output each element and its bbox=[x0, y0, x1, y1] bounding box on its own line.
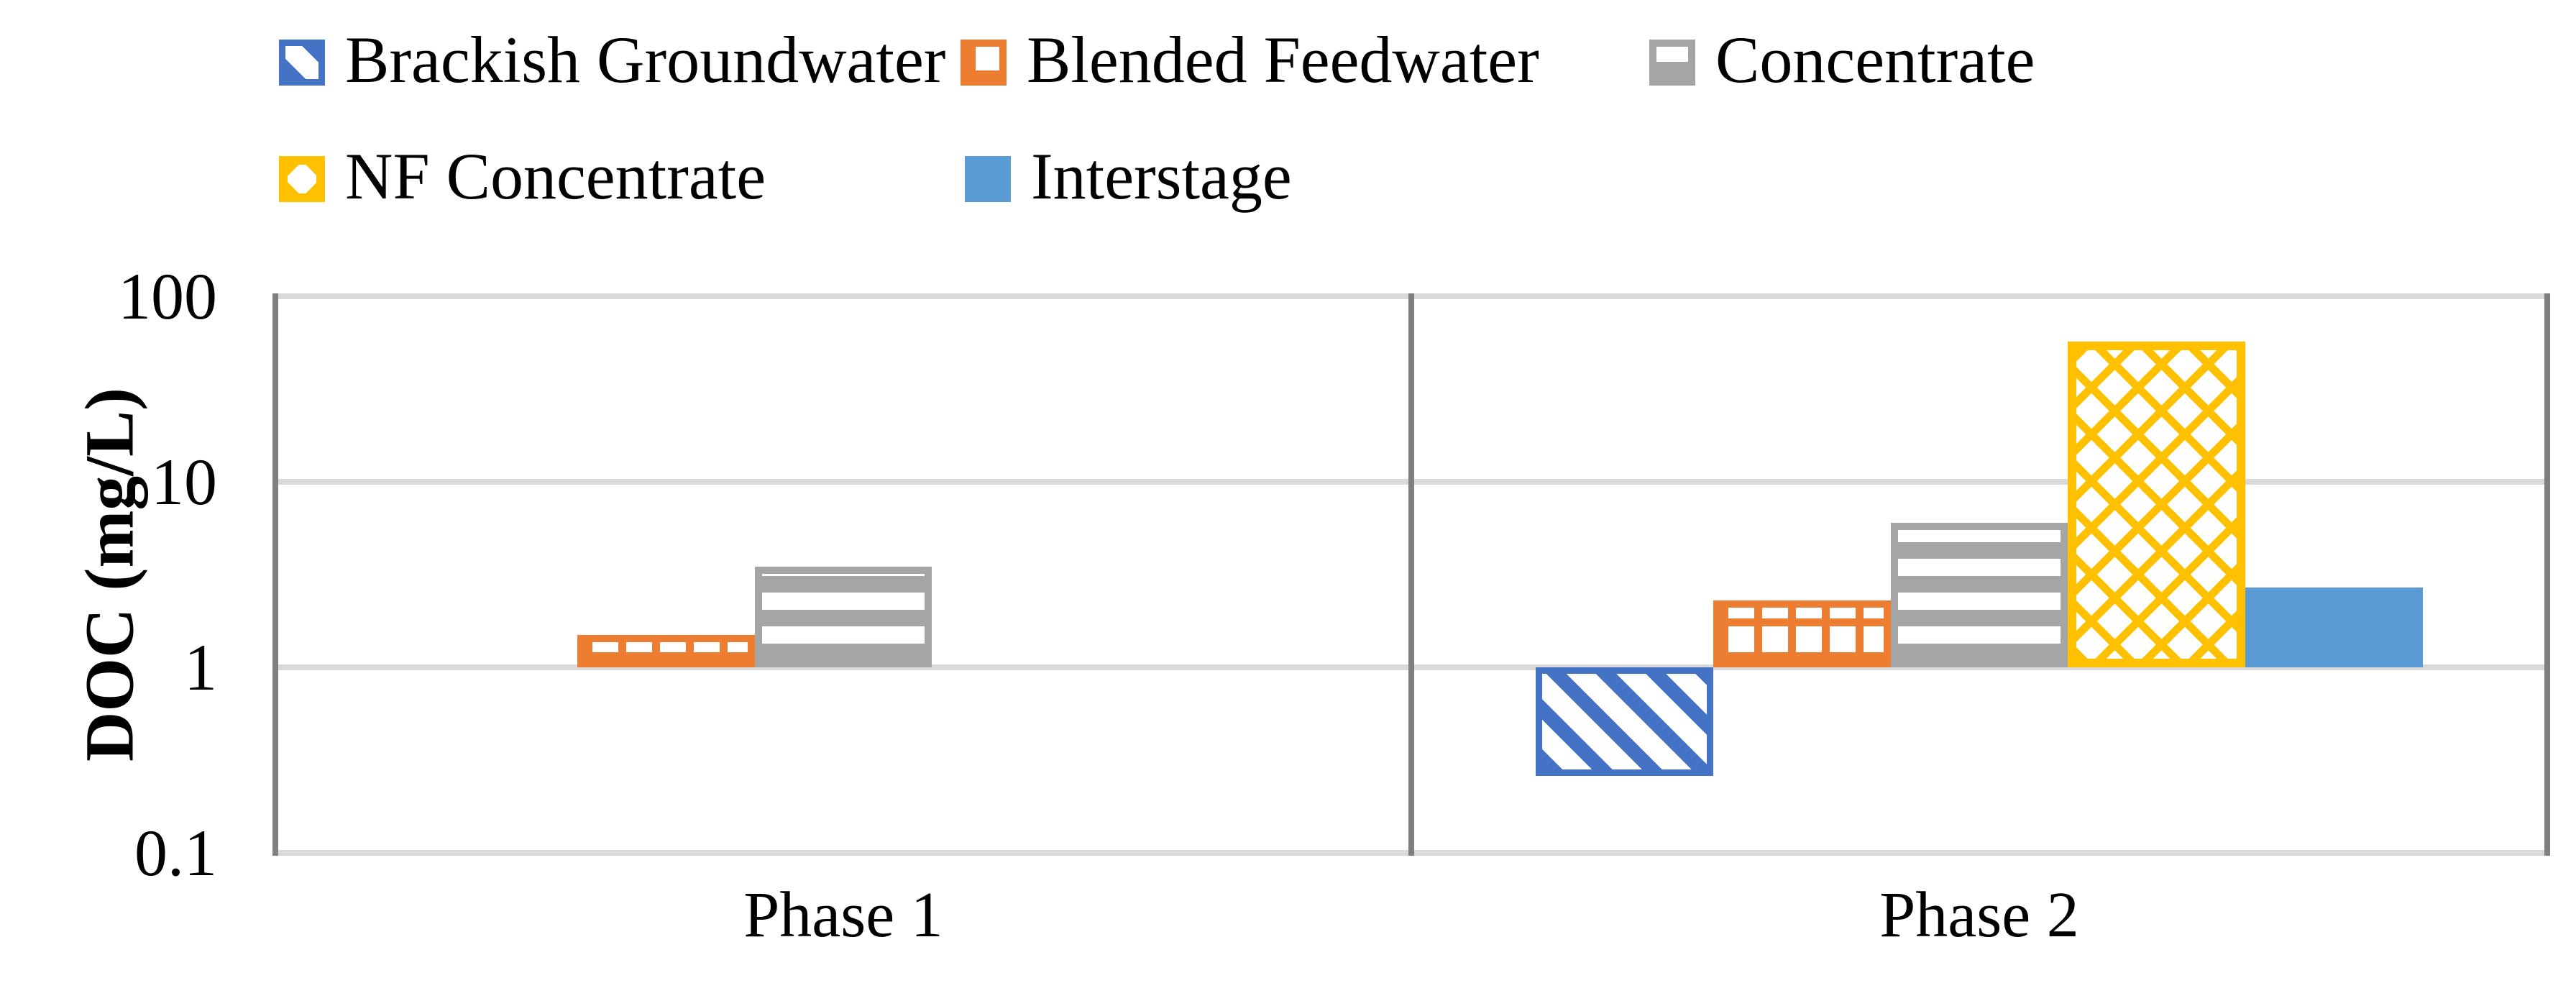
bar-interstage-phase-2 bbox=[2245, 587, 2424, 667]
legend-item-blended-feedwater: Blended Feedwater bbox=[961, 27, 1539, 93]
y-tick-100: 100 bbox=[118, 260, 217, 333]
legend-item-brackish-groundwater: Brackish Groundwater bbox=[279, 27, 945, 93]
x-label-phase-1: Phase 1 bbox=[743, 879, 943, 951]
legend-label: Brackish Groundwater bbox=[345, 23, 946, 96]
bar-concentrate-phase-2 bbox=[1890, 523, 2068, 667]
category-divider-line bbox=[1408, 293, 1414, 856]
legend-label: Blended Feedwater bbox=[1027, 23, 1539, 96]
bar-concentrate-phase-1 bbox=[754, 566, 932, 667]
concentrate-swatch-icon bbox=[1649, 40, 1695, 86]
y-axis-line bbox=[272, 293, 278, 856]
bar-blended-feedwater-phase-1 bbox=[577, 634, 755, 667]
y-tick-0.1: 0.1 bbox=[134, 816, 217, 890]
plot-area bbox=[272, 293, 2550, 856]
y-axis-tick-labels: 100 10 1 0.1 bbox=[0, 263, 217, 886]
bar-brackish-groundwater-phase-2 bbox=[1535, 667, 1713, 776]
legend-item-interstage: Interstage bbox=[965, 143, 1292, 209]
legend-label: Interstage bbox=[1031, 140, 1292, 213]
legend-item-nf-concentrate: NF Concentrate bbox=[279, 143, 766, 209]
legend-item-concentrate: Concentrate bbox=[1649, 27, 2035, 93]
y-tick-10: 10 bbox=[151, 444, 217, 518]
blended-feedwater-swatch-icon bbox=[961, 40, 1007, 86]
bar-blended-feedwater-phase-2 bbox=[1713, 600, 1891, 667]
bar-nf-concentrate-phase-2 bbox=[2068, 341, 2246, 667]
interstage-swatch-icon bbox=[965, 156, 1011, 202]
y-tick-1: 1 bbox=[184, 631, 217, 704]
brackish-groundwater-swatch-icon bbox=[279, 40, 325, 86]
legend-label: NF Concentrate bbox=[345, 140, 766, 213]
nf-concentrate-swatch-icon bbox=[279, 156, 325, 202]
plot-right-border-line bbox=[2544, 293, 2550, 856]
legend-label: Concentrate bbox=[1715, 23, 2035, 96]
x-label-phase-2: Phase 2 bbox=[1879, 879, 2079, 951]
x-axis-labels: Phase 1 Phase 2 bbox=[275, 883, 2547, 969]
